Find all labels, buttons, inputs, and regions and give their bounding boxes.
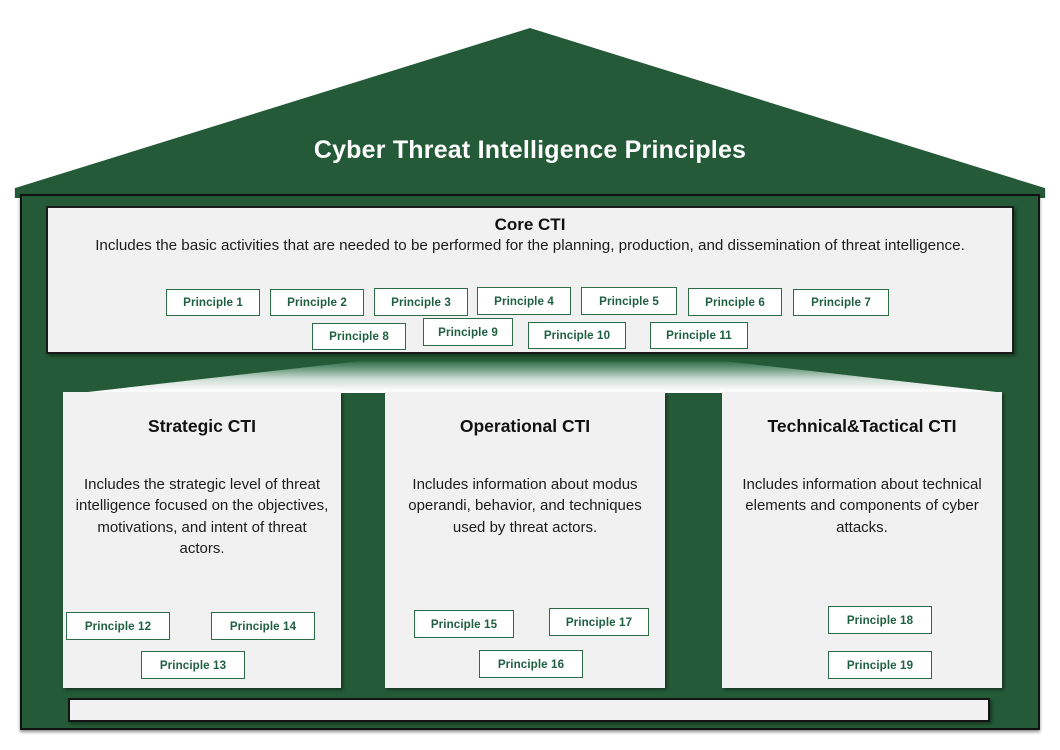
principle-chip[interactable]: Principle 15 <box>414 610 514 638</box>
principle-chip[interactable]: Principle 11 <box>650 322 748 349</box>
pillar-surface <box>385 392 665 688</box>
core-cti-panel: Core CTI Includes the basic activities t… <box>46 206 1014 354</box>
pillar-description-strategic: Includes the strategic level of threat i… <box>75 476 329 557</box>
principle-chip[interactable]: Principle 18 <box>828 606 932 634</box>
pillar-title-operational: Operational CTI <box>459 416 591 436</box>
core-cti-title: Core CTI <box>494 215 566 234</box>
diagram-title: Cyber Threat Intelligence Principles <box>313 136 747 164</box>
principle-chip[interactable]: Principle 16 <box>479 650 583 678</box>
pillar-operational: Operational CTI Includes information abou… <box>385 392 665 688</box>
core-cti-description: Includes the basic activities that are n… <box>95 236 965 254</box>
principle-chip[interactable]: Principle 19 <box>828 651 932 679</box>
pillar-title-technical-tactical: Technical&Tactical CTI <box>767 416 957 436</box>
principle-chip[interactable]: Principle 12 <box>66 612 170 640</box>
principle-chip[interactable]: Principle 6 <box>688 288 782 316</box>
roof-triangle <box>14 28 1046 198</box>
principle-chip[interactable]: Principle 3 <box>374 288 468 316</box>
principle-chip[interactable]: Principle 2 <box>270 289 364 316</box>
pillar-title-strategic: Strategic CTI <box>148 416 256 436</box>
principle-chip[interactable]: Principle 4 <box>477 287 571 315</box>
pillar-surface <box>722 392 1002 688</box>
principle-chip[interactable]: Principle 14 <box>211 612 315 640</box>
roof-group: Cyber Threat Intelligence Principles <box>0 28 1060 209</box>
principle-chip[interactable]: Principle 7 <box>793 289 889 316</box>
principle-chip[interactable]: Principle 8 <box>312 323 406 350</box>
pillar-strategic: Strategic CTI Includes the strategic leve… <box>63 392 341 688</box>
foundation-bar <box>68 698 990 722</box>
pillar-technical-tactical: Technical&Tactical CTI Includes informati… <box>722 392 1002 688</box>
principle-chip[interactable]: Principle 13 <box>141 651 245 679</box>
principle-chip[interactable]: Principle 10 <box>528 322 626 349</box>
principle-chip[interactable]: Principle 5 <box>581 287 677 315</box>
principle-chip[interactable]: Principle 17 <box>549 608 649 636</box>
principle-chip[interactable]: Principle 1 <box>166 289 260 316</box>
pillar-description-technical-tactical: Includes information about technical ele… <box>742 476 982 536</box>
pillar-description-operational: Includes information about modus operand… <box>408 476 642 536</box>
principle-chip[interactable]: Principle 9 <box>423 318 513 346</box>
